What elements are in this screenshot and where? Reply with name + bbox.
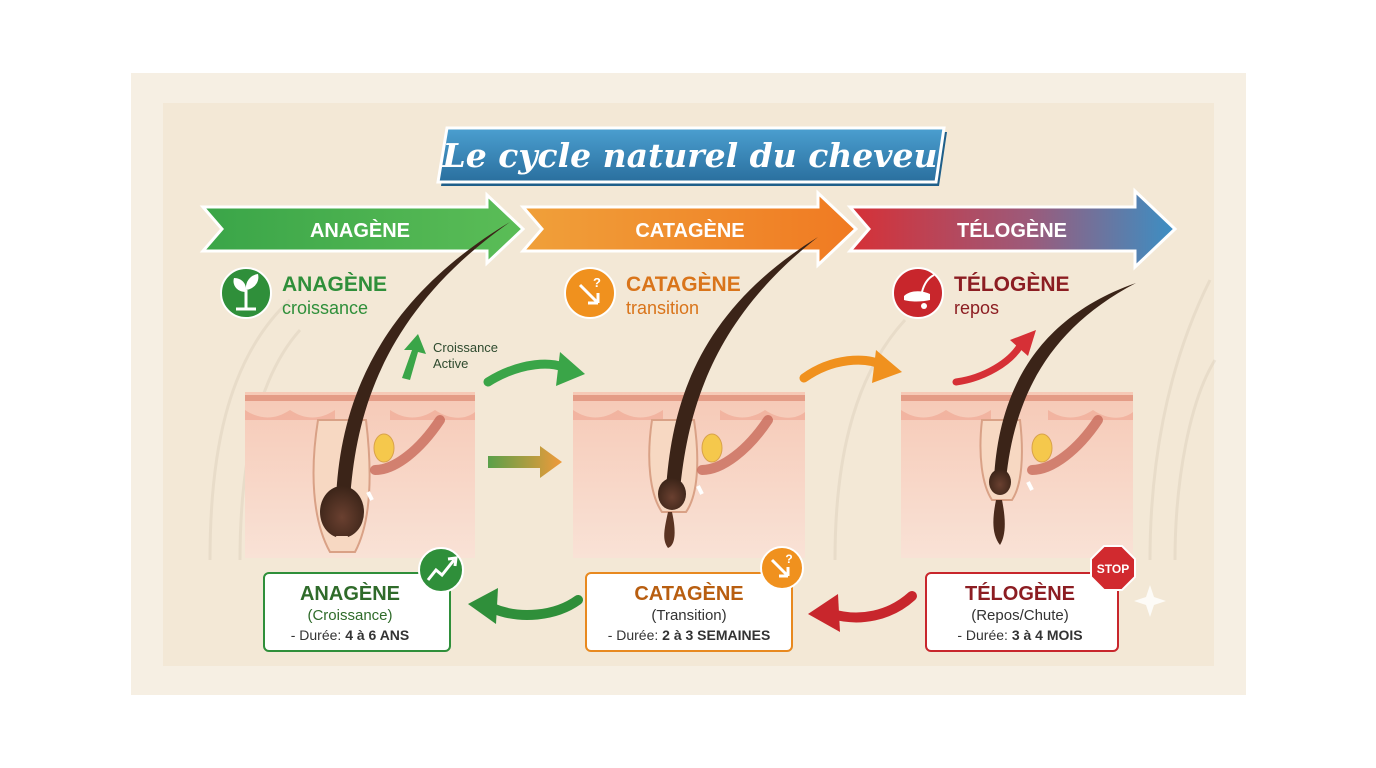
hand-hair-icon [893,268,943,318]
transition-arrow-icon: ? [761,547,803,589]
svg-text:?: ? [593,275,601,290]
duration-value-catagen: 2 à 3 SEMAINES [662,627,770,643]
arrow-catagen-to-anagen [468,588,578,624]
info-box-title-telogen: TÉLOGÈNE [965,582,1075,605]
growth-annotation-line2: Active [433,356,468,371]
phase-arrow-label-anagen: ANAGÈNE [310,219,410,242]
phase-arrow-label-telogen: TÉLOGÈNE [957,219,1067,242]
phase-subtitle-catagen: transition [626,298,699,318]
info-box-title-anagen: ANAGÈNE [300,582,400,605]
phase-arrow-label-catagen: CATAGÈNE [635,219,744,242]
phase-heading-catagen: ? CATAGÈNE transition [565,268,741,318]
duration-value-anagen: 4 à 6 ANS [345,627,409,643]
phase-heading-telogen: TÉLOGÈNE repos [893,268,1070,318]
transition-arrow-icon: ? [565,268,615,318]
duration-value-telogen: 3 à 4 MOIS [1012,627,1083,643]
info-box-subtitle-catagen: (Transition) [651,607,726,624]
growth-annotation: Croissance Active [402,334,498,380]
info-box-subtitle-anagen: (Croissance) [307,607,392,624]
stop-sign-icon: STOP [1091,546,1135,590]
phase-arrow-catagen: CATAGÈNE [523,193,856,265]
info-box-duration-catagen: - Durée: 2 à 3 SEMAINES [608,627,771,643]
duration-prefix-telogen: - Durée: [957,627,1011,643]
phase-arrow-telogen: TÉLOGÈNE [850,191,1175,267]
duration-prefix-anagen: - Durée: [291,627,345,643]
duration-prefix-catagen: - Durée: [608,627,662,643]
info-box-anagen: ANAGÈNE (Croissance) - Durée: 4 à 6 ANS [264,548,463,651]
growth-chart-icon [419,548,463,592]
info-box-telogen: TÉLOGÈNE (Repos/Chute) - Durée: 3 à 4 MO… [926,546,1135,651]
phase-subtitle-anagen: croissance [282,298,368,318]
arrow-anagen-to-catagen [488,352,585,386]
info-box-title-catagen: CATAGÈNE [634,582,743,605]
arrow-catagen-to-telogen [804,350,902,383]
arrow-telogen-to-catagen [808,594,912,632]
title-banner: Le cycle naturel du cheveu [438,128,947,186]
info-box-duration-anagen: - Durée: 4 à 6 ANS [291,627,410,643]
info-box-catagen: CATAGÈNE (Transition) - Durée: 2 à 3 SEM… [586,547,803,651]
phase-title-telogen: TÉLOGÈNE [954,273,1070,296]
phase-subtitle-telogen: repos [954,298,999,318]
sparkle-icon [1134,585,1166,617]
stop-sign-label: STOP [1097,562,1129,576]
arrow-mid-anagen-catagen [488,446,562,478]
growth-up-arrow-icon [402,334,426,380]
phase-title-catagen: CATAGÈNE [626,273,741,296]
page-title: Le cycle naturel du cheveu [442,136,938,175]
svg-text:?: ? [785,552,792,566]
phase-heading-anagen: ANAGÈNE croissance [221,268,387,318]
phase-arrow-anagen: ANAGÈNE [203,195,523,263]
sprout-icon [221,268,271,318]
info-box-duration-telogen: - Durée: 3 à 4 MOIS [957,627,1082,643]
phase-title-anagen: ANAGÈNE [282,273,387,296]
info-box-subtitle-telogen: (Repos/Chute) [971,607,1069,624]
growth-annotation-line1: Croissance [433,340,498,355]
